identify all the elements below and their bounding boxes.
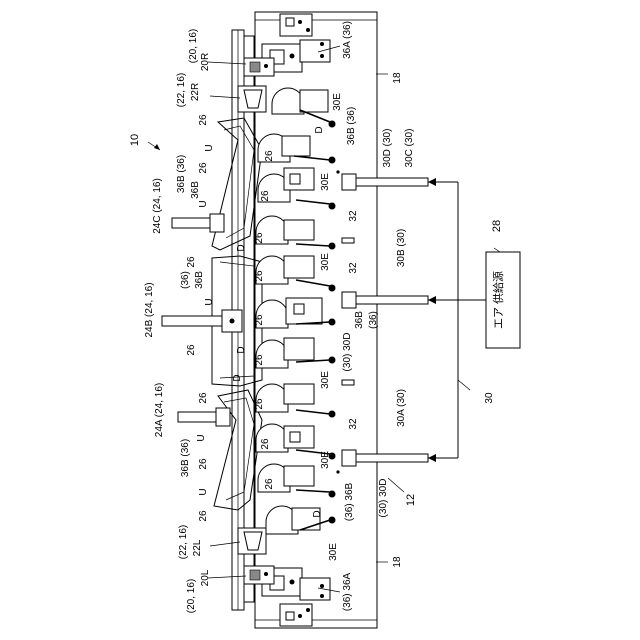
probe-24B [162, 310, 242, 332]
probe-24C [172, 214, 224, 232]
label-36B-6: 36B [354, 311, 365, 329]
locator-20R [244, 58, 274, 76]
label-26: 26 [186, 256, 197, 268]
label-D: D [314, 126, 325, 133]
label-22L-b: 22L [192, 539, 203, 556]
label-30B: 30B (30) [396, 229, 407, 267]
label-36B-7: (36) [368, 311, 379, 329]
clamp-station [256, 216, 336, 250]
label-30D-3: (30) 30D [378, 479, 389, 518]
label-36B-1: 36B (36) [346, 107, 357, 145]
label-U: U [196, 434, 207, 441]
valve-30A [336, 450, 428, 474]
label-D: D [312, 510, 323, 517]
label-32-1: 32 [348, 210, 359, 222]
label-30E-5: 30E [320, 451, 331, 469]
label-26: 26 [254, 314, 265, 326]
label-D: D [232, 374, 243, 381]
label-26: 26 [198, 458, 209, 470]
label-20R-a: (20, 16) [188, 29, 199, 63]
label-18-top: 18 [392, 72, 403, 84]
label-26: 26 [186, 344, 197, 356]
label-26: 26 [254, 398, 265, 410]
label-20L-b: 20L [200, 569, 211, 586]
clamp-station [272, 88, 336, 128]
valve-30C [336, 170, 428, 190]
label-30E-1: 30E [332, 93, 343, 111]
probe-24A [178, 408, 230, 426]
label-U: U [198, 200, 209, 207]
label-30A: 30A (30) [396, 389, 407, 427]
label-36B-9: (36) 36B [344, 482, 355, 521]
label-36B-3: 36B [190, 181, 201, 199]
air-line [428, 178, 486, 462]
label-D: D [236, 346, 247, 353]
label-12: 12 [405, 494, 417, 506]
label-30: 30 [484, 392, 495, 404]
label-U: U [204, 298, 215, 305]
clamp-station [266, 506, 336, 534]
label-18-bottom: 18 [392, 556, 403, 568]
label-32-3: 32 [348, 418, 359, 430]
label-24A: 24A (24, 16) [154, 383, 165, 437]
label-22L-a: (22, 16) [178, 525, 189, 559]
clamp-station [256, 338, 336, 368]
label-26: 26 [264, 478, 275, 490]
label-U: U [198, 488, 209, 495]
label-26: 26 [198, 162, 209, 174]
label-20L-a: (20, 16) [186, 579, 197, 613]
label-24B: 24B (24, 16) [144, 282, 155, 337]
label-26: 26 [254, 270, 265, 282]
label-26: 26 [264, 150, 275, 162]
label-36A-top: 36A (36) [342, 21, 353, 59]
label-28: 28 [491, 220, 503, 232]
label-36B-4: 36B [194, 271, 205, 289]
label-10: 10 [129, 134, 141, 146]
label-30E-6: 30E [328, 543, 339, 561]
label-26: 26 [198, 392, 209, 404]
label-30D-2: (30) 30D [342, 333, 353, 372]
label-36B-5: (36) [180, 271, 191, 289]
label-36A-bottom: (36) 36A [342, 572, 353, 611]
label-U: U [204, 144, 215, 151]
label-36B-2: 36B (36) [176, 155, 187, 193]
label-26: 26 [254, 354, 265, 366]
label-30D-1: 30D (30) [382, 129, 393, 168]
label-20R-b: 20R [200, 53, 211, 71]
locator-22R [238, 86, 266, 112]
label-30E-2: 30E [320, 173, 331, 191]
label-32-2: 32 [348, 262, 359, 274]
clamp-station [256, 298, 336, 328]
label-30E-3: 30E [320, 253, 331, 271]
label-26: 26 [254, 232, 265, 244]
label-26: 26 [260, 190, 271, 202]
label-22R-b: 22R [190, 83, 201, 101]
label-26: 26 [198, 114, 209, 126]
air-supply-label: エア 供給源 [491, 271, 505, 329]
label-36B-8: 36B (36) [180, 439, 191, 477]
locator-22L [238, 528, 266, 554]
valve-30B [342, 292, 428, 308]
label-26: 26 [198, 510, 209, 522]
label-30C: 30C (30) [404, 129, 415, 168]
air-supply-box: エア 供給源 [486, 252, 520, 348]
label-24C: 24C (24, 16) [152, 178, 163, 234]
label-22R-a: (22, 16) [176, 73, 187, 107]
locator-20L [244, 566, 274, 584]
label-D: D [236, 244, 247, 251]
label-26: 26 [260, 438, 271, 450]
label-30E-4: 30E [320, 371, 331, 389]
